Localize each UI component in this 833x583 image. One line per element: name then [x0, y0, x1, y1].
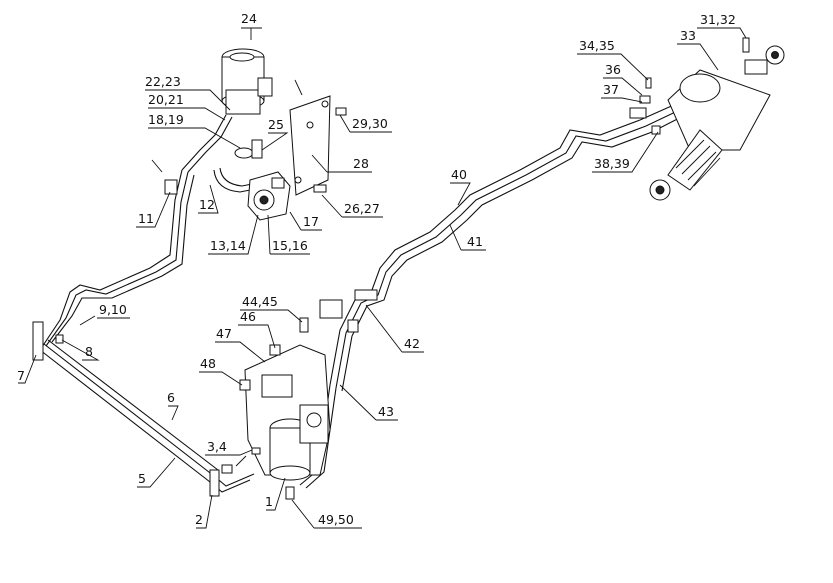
clamp-37	[629, 107, 647, 119]
rubber-boot	[667, 129, 723, 191]
callout-6: 6	[167, 390, 175, 405]
callout-13-14: 13,14	[210, 238, 246, 253]
mounting-plate-28	[289, 95, 347, 196]
callout-48: 48	[200, 356, 216, 371]
callout-9-10: 9,10	[99, 302, 127, 317]
callout-29-30: 29,30	[352, 116, 388, 131]
leader-lines	[18, 27, 747, 529]
hydraulic-pump	[247, 171, 291, 221]
clamp-2b	[221, 464, 233, 474]
callout-15-16: 15,16	[272, 238, 308, 253]
callout-24: 24	[241, 11, 257, 26]
callout-12: 12	[199, 197, 215, 212]
callout-22-23: 22,23	[145, 74, 181, 89]
cap-18-19	[234, 147, 254, 159]
bolt-34-35	[645, 77, 652, 89]
steering-gear	[239, 317, 331, 500]
callout-43: 43	[378, 404, 394, 419]
callout-7: 7	[17, 368, 25, 383]
bracket-42b	[347, 319, 359, 333]
clamp-42	[354, 289, 378, 301]
callout-38-39: 38,39	[594, 156, 630, 171]
bolt-38-39	[651, 125, 661, 135]
callout-41: 41	[467, 234, 483, 249]
callout-44-45: 44,45	[242, 294, 278, 309]
callout-3-4: 3,4	[207, 439, 227, 454]
fitting-25	[251, 139, 263, 159]
bracket-2	[209, 469, 220, 497]
callout-42: 42	[404, 336, 420, 351]
callout-28: 28	[353, 156, 369, 171]
callout-17: 17	[303, 214, 319, 229]
bolt-29-30	[335, 107, 347, 116]
callout-40: 40	[451, 167, 467, 182]
bolt-48	[239, 379, 251, 391]
callout-26-27: 26,27	[344, 201, 380, 216]
callout-18-19: 18,19	[148, 112, 184, 127]
bolt-31-32	[742, 37, 750, 53]
oil-reservoir	[221, 48, 273, 159]
brackets	[32, 107, 647, 497]
callout-11: 11	[138, 211, 154, 226]
callout-34-35: 34,35	[579, 38, 615, 53]
callout-47: 47	[216, 326, 232, 341]
callout-31-32: 31,32	[700, 12, 736, 27]
callout-2: 2	[195, 512, 203, 527]
clamp-11	[164, 179, 178, 195]
fitting-36	[639, 95, 651, 104]
callout-5: 5	[138, 471, 146, 486]
bolt-26-27	[313, 184, 327, 193]
power-cylinder	[639, 37, 785, 201]
callout-36: 36	[605, 62, 621, 77]
misc-fasteners	[79, 79, 303, 467]
callout-49-50: 49,50	[318, 512, 354, 527]
clamp-8	[55, 334, 64, 344]
bolt-49-50	[285, 486, 295, 500]
callout-46: 46	[240, 309, 256, 324]
bolt-3-4	[251, 447, 261, 455]
bolt-46	[269, 344, 281, 356]
callout-8: 8	[85, 344, 93, 359]
callout-20-21: 20,21	[148, 92, 184, 107]
callout-1: 1	[265, 494, 273, 509]
callout-37: 37	[603, 82, 619, 97]
bracket-43	[319, 299, 343, 319]
bolt-44-45	[299, 317, 309, 333]
callout-25: 25	[268, 117, 284, 132]
callout-labels: 24 22,23 20,21 18,19 25 29,30 28 26,27 1…	[17, 11, 736, 527]
callout-33: 33	[680, 28, 696, 43]
bracket-7	[32, 321, 44, 361]
